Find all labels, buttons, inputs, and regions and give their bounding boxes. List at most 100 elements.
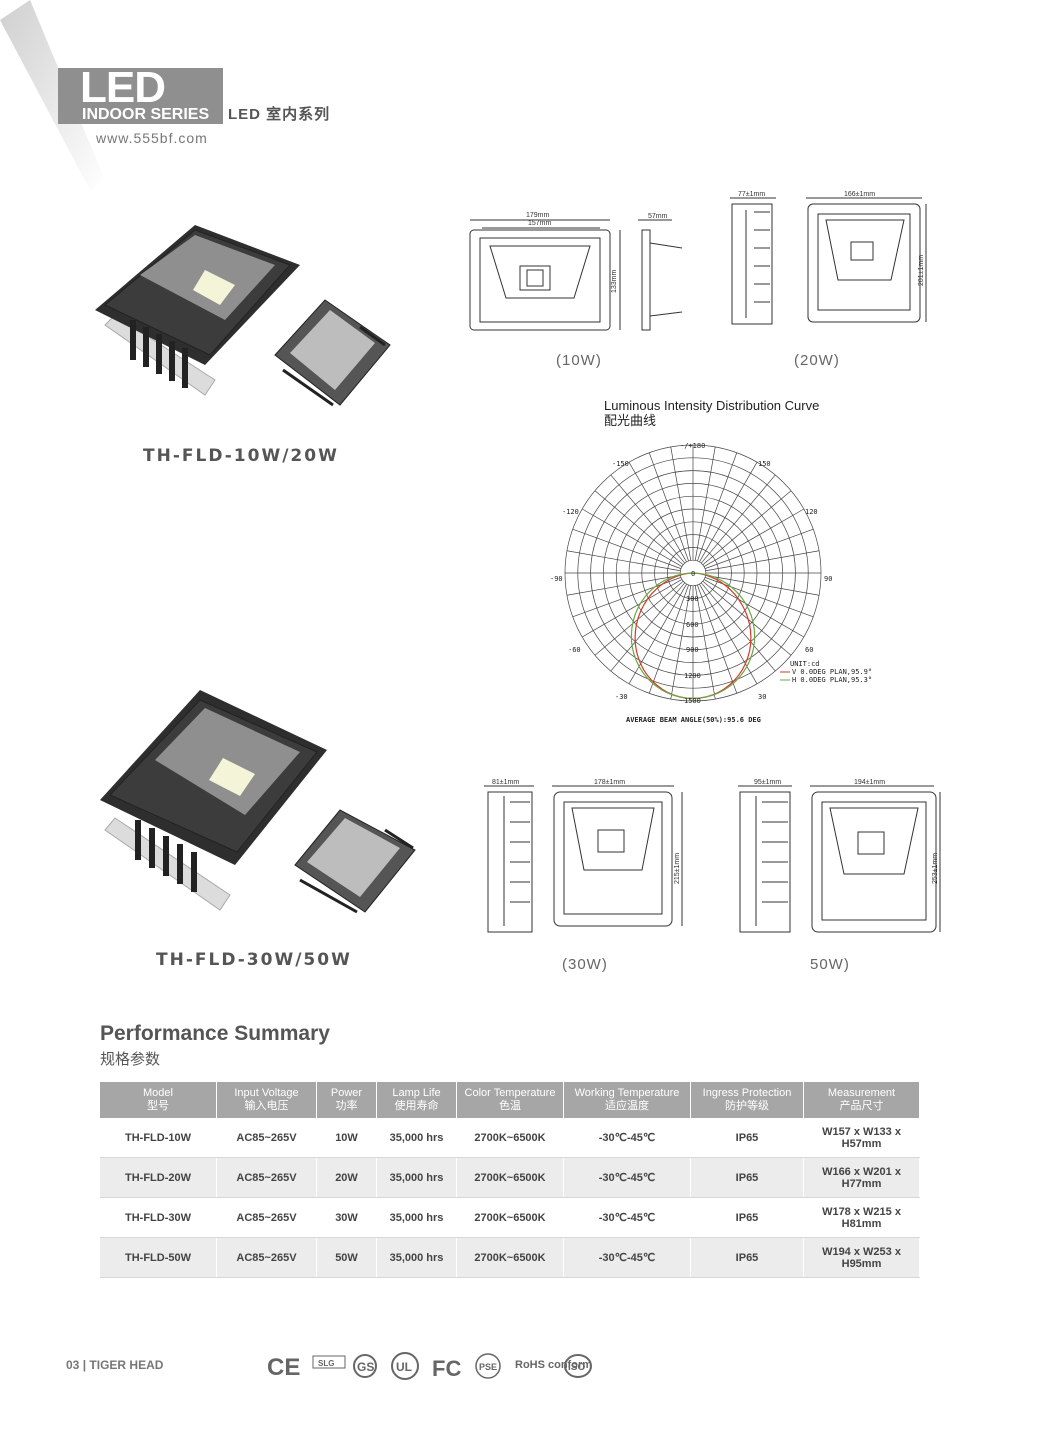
table-row: TH-FLD-30W AC85~265V 30W 35,000 hrs 2700… [100, 1197, 920, 1238]
polar-angle-0: 0 [691, 570, 695, 578]
footer-brand: TIGER HEAD [89, 1358, 164, 1372]
cell-color-temp: 2700K~6500K [456, 1197, 564, 1238]
dim-20w-width: 166±1mm [844, 191, 875, 198]
gs-icon [353, 1354, 377, 1378]
dim-30w-width: 178±1mm [594, 779, 625, 786]
dim-20w-height: 201±1mm [918, 255, 925, 286]
polar-spoke [628, 461, 687, 563]
polar-spoke [699, 583, 758, 685]
dim-30w-depth: 81±1mm [492, 779, 519, 786]
cell-voltage: AC85~265V [216, 1157, 317, 1198]
dimension-drawing-50w: 95±1mm 194±1mm 253±1mm [738, 779, 941, 933]
iso-icon [564, 1354, 592, 1378]
polar-radial-600: 600 [686, 621, 699, 629]
polar-spoke [594, 580, 684, 656]
cell-model: TH-FLD-20W [100, 1157, 217, 1198]
dim-10w-outer: 179mm [526, 212, 550, 219]
polar-angle-m60: -60 [568, 646, 581, 654]
polar-radial-1500: 1500 [684, 697, 701, 705]
svg-text:ISO: ISO [568, 1362, 585, 1373]
caption-50w: 50W) [810, 956, 850, 973]
polar-spoke [581, 508, 683, 567]
polar-title-en: Luminous Intensity Distribution Curve [604, 398, 820, 413]
product-image-30w-50w [100, 690, 416, 914]
caption-10w: (10W) [556, 352, 602, 369]
polar-title: Luminous Intensity Distribution Curve 配光… [604, 398, 819, 428]
table-row: TH-FLD-10W AC85~265V 10W 35,000 hrs 2700… [100, 1118, 920, 1158]
cell-ip: IP65 [690, 1118, 804, 1158]
polar-spoke [572, 528, 682, 569]
pse-icon [475, 1353, 501, 1379]
polar-spoke [700, 582, 776, 672]
polar-legend-h: H 0.0DEG PLAN,95.3° [792, 676, 872, 684]
polar-angle-top: -/+180 [680, 442, 705, 450]
model-label-10w-20w: TH-FLD-10W/20W [143, 446, 339, 466]
polar-spoke [702, 580, 792, 656]
caption-20w: (20W) [794, 352, 840, 369]
polar-spoke [694, 585, 716, 700]
cell-power: 20W [316, 1157, 377, 1198]
polar-ring [679, 559, 707, 587]
table-row: TH-FLD-50W AC85~265V 50W 35,000 hrs 2700… [100, 1237, 920, 1278]
polar-angle-m150: -150 [612, 460, 629, 468]
cell-voltage: AC85~265V [216, 1197, 317, 1238]
polar-angle-30: 30 [758, 693, 766, 701]
cell-lamp-life: 35,000 hrs [376, 1118, 457, 1158]
polar-spoke [581, 579, 683, 638]
polar-spoke [670, 446, 692, 561]
cell-measurement: W178 x W215 x H81mm [803, 1197, 920, 1238]
svg-text:GS: GS [357, 1360, 374, 1374]
cell-power: 50W [316, 1237, 377, 1278]
cell-lamp-life: 35,000 hrs [376, 1237, 457, 1278]
cell-voltage: AC85~265V [216, 1118, 317, 1158]
header-decoration [0, 0, 105, 190]
polar-angle-90: 90 [824, 575, 832, 583]
logo-series: INDOOR SERIES [82, 106, 210, 123]
cell-lamp-life: 35,000 hrs [376, 1157, 457, 1198]
polar-diagram: -/+180 -150 150 -120 120 -90 90 -60 60 -… [550, 442, 872, 724]
polar-angle-m30: -30 [615, 693, 628, 701]
certification-logos: CE SLG GS UL FC PSE RoHS conform ISO [267, 1352, 592, 1381]
polar-legend-v: V 0.0DEG PLAN,95.9° [792, 668, 872, 676]
cell-working-temp: -30℃-45℃ [563, 1118, 691, 1158]
cell-color-temp: 2700K~6500K [456, 1237, 564, 1278]
polar-angle-m120: -120 [562, 508, 579, 516]
logo-box [58, 68, 223, 124]
polar-footer: AVERAGE BEAM ANGLE(50%):95.6 DEG [626, 716, 761, 724]
polar-spoke [705, 574, 820, 596]
polar-spoke [670, 585, 692, 700]
footer-separator: | [82, 1358, 87, 1372]
cell-model: TH-FLD-50W [100, 1237, 217, 1278]
ul-icon [391, 1352, 419, 1380]
polar-spoke [648, 584, 689, 694]
polar-angle-150: 150 [758, 460, 771, 468]
caption-30w: (30W) [562, 956, 608, 973]
page-number: 03 [66, 1358, 80, 1372]
cell-voltage: AC85~265V [216, 1237, 317, 1278]
polar-spoke [705, 550, 820, 572]
polar-spoke [610, 582, 686, 672]
polar-spoke [702, 490, 792, 566]
website-url[interactable]: www.555bf.com [96, 130, 208, 146]
polar-spoke [566, 550, 681, 572]
slg-icon [312, 1355, 346, 1369]
polar-radial-300: 300 [686, 595, 699, 603]
polar-angle-60: 60 [805, 646, 813, 654]
dim-10w-depth: 57mm [648, 213, 668, 220]
cell-ip: IP65 [690, 1157, 804, 1198]
product-image-10w-20w [95, 225, 391, 407]
dimension-drawing-10w: 179mm 157mm 57mm 133mm [469, 212, 683, 331]
cell-measurement: W166 x W201 x H77mm [803, 1157, 920, 1198]
polar-angle-120: 120 [805, 508, 818, 516]
dimension-drawing-30w: 81±1mm 178±1mm 215±1mm [484, 779, 683, 933]
polar-spoke [700, 474, 776, 564]
polar-spoke [610, 474, 686, 564]
svg-text:UL: UL [396, 1360, 412, 1374]
cell-working-temp: -30℃-45℃ [563, 1157, 691, 1198]
table-row: TH-FLD-20W AC85~265V 20W 35,000 hrs 2700… [100, 1157, 920, 1198]
